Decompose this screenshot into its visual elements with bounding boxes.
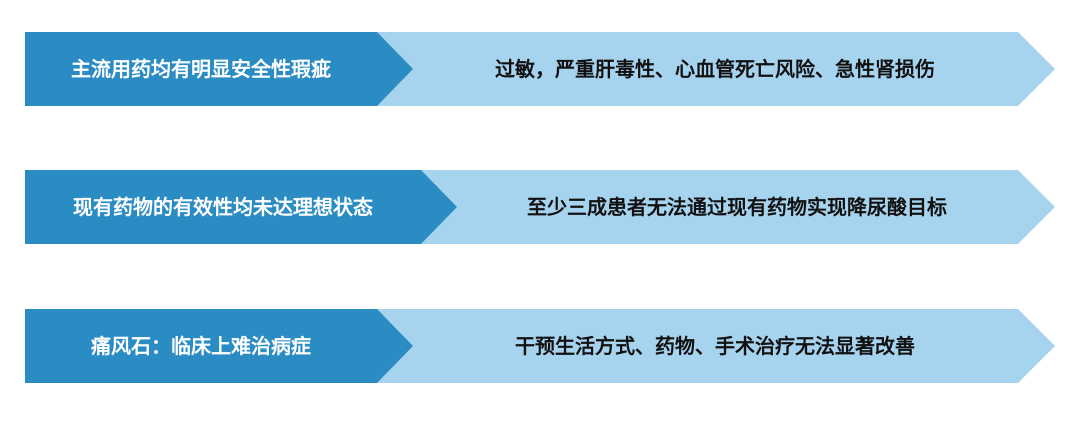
diagram-row-1: 主流用药均有明显安全性瑕疵 过敏，严重肝毒性、心血管死亡风险、急性肾损伤: [0, 32, 1080, 106]
detail-label-1: 过敏，严重肝毒性、心血管死亡风险、急性肾损伤: [495, 57, 935, 81]
detail-label-2: 至少三成患者无法通过现有药物实现降尿酸目标: [527, 195, 947, 219]
diagram-row-3: 痛风石：临床上难治病症 干预生活方式、药物、手术治疗无法显著改善: [0, 309, 1080, 383]
detail-arrow-3: [375, 309, 1055, 383]
problem-label-1: 主流用药均有明显安全性瑕疵: [71, 57, 331, 81]
problem-arrow-1: [25, 32, 413, 106]
diagram-row-2: 现有药物的有效性均未达理想状态 至少三成患者无法通过现有药物实现降尿酸目标: [0, 170, 1080, 244]
detail-arrow-1: [375, 32, 1055, 106]
problem-label-3: 痛风石：临床上难治病症: [91, 334, 311, 358]
detail-label-3: 干预生活方式、药物、手术治疗无法显著改善: [515, 334, 915, 358]
problem-arrow-2: [25, 170, 457, 244]
problem-arrow-3: [25, 309, 413, 383]
detail-arrow-2: [419, 170, 1055, 244]
problem-label-2: 现有药物的有效性均未达理想状态: [73, 195, 373, 219]
